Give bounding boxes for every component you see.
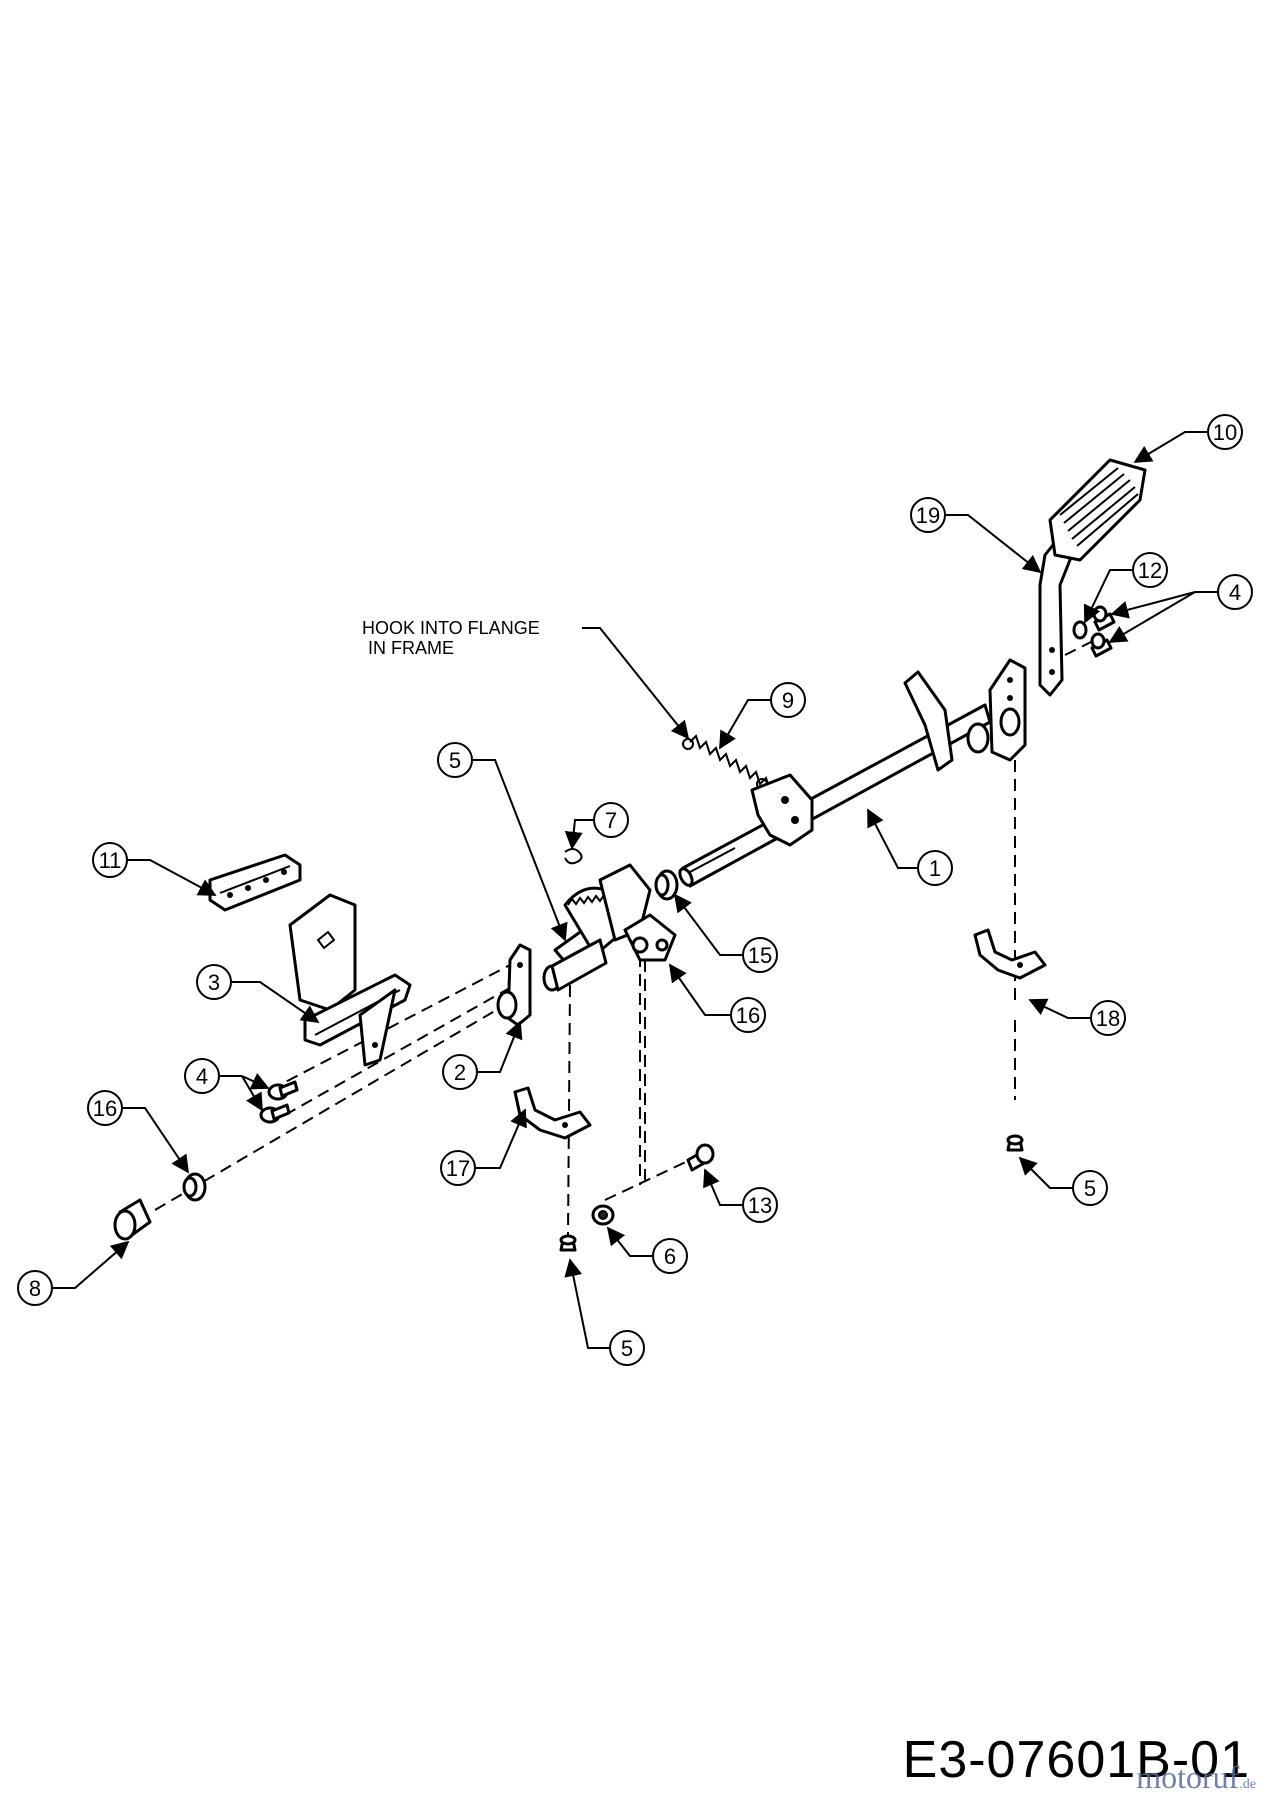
callout-10: 9 [719,682,806,750]
alignment-lines [154,639,1096,1236]
part-4-bolts-right [1090,605,1116,658]
part-5-screw-right [1006,1134,1024,1152]
svg-text:4: 4 [196,1064,208,1089]
callout-2: 2 [442,1020,523,1090]
svg-text:2: 2 [454,1060,466,1085]
part-19-cable-clip [973,928,1047,980]
note-line-1: HOOK INTO FLANGE [362,618,540,638]
callout-11: 10 [1133,414,1243,463]
svg-text:1: 1 [929,856,941,881]
callout-3: 3 [196,964,320,1024]
svg-text:5: 5 [621,1336,633,1361]
callout-5-center: 5 [564,1258,645,1366]
callout-20: 19 [910,497,1042,574]
callout-16-upper: 15 [673,893,778,973]
callout-17: 16 [668,963,766,1033]
callout-12: 11 [92,842,217,896]
svg-text:19: 19 [916,503,940,528]
callout-1: 1 [867,808,953,886]
watermark-text: motoruf [1136,1759,1240,1795]
svg-text:16: 16 [736,1003,760,1028]
part-13-washer [1072,620,1088,640]
drawing-number: E3-07601B-01 [902,1731,1250,1789]
callout-7: 6 [606,1226,688,1274]
callout-9: 8 [17,1240,130,1306]
part-9-cap [113,1198,152,1241]
part-4-bolts-left [259,1080,299,1124]
svg-text:9: 9 [782,688,794,713]
watermark-suffix: .de [1239,1777,1256,1792]
callout-6: 5 [437,742,568,942]
part-15-bolt [686,1143,715,1172]
part-17-link [623,913,677,962]
svg-text:8: 8 [29,1276,41,1301]
callout-13: 12 [1083,552,1168,624]
part-16-bushing-lower [182,1172,207,1202]
part-12-pedal-pad [208,853,302,912]
assembly-note: HOOK INTO FLANGE IN FRAME [362,618,690,740]
callout-15: 13 [703,1168,778,1223]
svg-text:6: 6 [664,1244,676,1269]
part-16-bushing-upper [654,869,679,901]
callout-16-lower: 16 [87,1090,190,1174]
svg-text:18: 18 [1096,1006,1120,1031]
svg-text:15: 15 [748,943,772,968]
svg-text:5: 5 [1084,1176,1096,1201]
callout-5-right: 5 [1018,1156,1108,1206]
note-line-2: IN FRAME [368,638,454,658]
part-18-cable-clip [513,1086,592,1140]
callout-8: 7 [564,802,629,850]
spring-bracket [750,773,814,847]
callout-4-right: 4 [1108,574,1253,643]
callout-4-left: 4 [184,1058,270,1112]
part-11-pedal-pad [1048,458,1147,562]
svg-text:4: 4 [1229,580,1241,605]
svg-text:13: 13 [748,1193,772,1218]
svg-text:3: 3 [208,970,220,995]
svg-text:5: 5 [449,748,461,773]
part-7-nut [591,1204,615,1226]
svg-text:10: 10 [1213,420,1237,445]
watermark-logo: motoruf.de [1136,1759,1256,1796]
svg-text:7: 7 [605,808,617,833]
part-5-screw-center [559,1234,577,1252]
callout-18: 17 [440,1108,527,1186]
part-2-bracket [496,938,608,1027]
part-1-shaft [678,658,1027,888]
callout-19: 18 [1028,998,1126,1036]
part-8-clip [564,848,583,865]
svg-text:16: 16 [93,1096,117,1121]
part-3-pedal [288,893,412,1067]
svg-text:11: 11 [99,848,122,873]
svg-text:17: 17 [446,1156,470,1181]
svg-text:12: 12 [1138,558,1162,583]
